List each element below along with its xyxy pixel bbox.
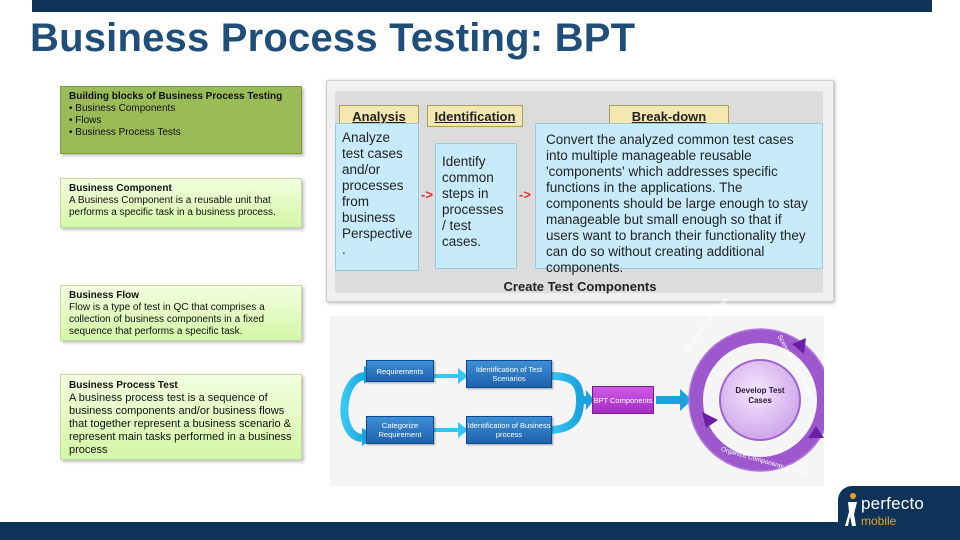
left-curved-arrow <box>340 372 367 442</box>
right-curved-arrow <box>551 372 585 434</box>
page-title: Business Process Testing: BPT <box>30 16 636 60</box>
tab-break-down: Break-down <box>609 105 729 127</box>
list-item: • Business Process Tests <box>69 127 181 138</box>
categorize-requirement-box: Categorize Requirement <box>366 416 434 444</box>
cycle-arrow-2 <box>808 426 824 438</box>
logo-name: perfecto <box>861 494 925 513</box>
breakdown-column: Convert the analyzed common test cases i… <box>535 123 823 275</box>
identification-column: Identify common steps in processes / tes… <box>435 143 517 269</box>
logo-subtitle: mobile <box>861 514 897 528</box>
arrow-req-to-scenarios <box>434 368 468 384</box>
diagram-background: Analysis Identification Break-down Analy… <box>335 91 823 293</box>
business-flow-heading: Business Flow <box>69 290 140 301</box>
identification-scenarios-box: Identification of Test Scenarios <box>466 360 552 388</box>
diagram-caption: Create Test Components <box>503 279 657 294</box>
building-blocks-box: Building blocks of Business Process Test… <box>60 86 302 154</box>
arrow-to-bpt <box>580 390 594 410</box>
perfecto-person-icon <box>845 493 857 526</box>
tab-identification: Identification <box>427 105 523 127</box>
top-bar <box>32 0 932 12</box>
cycle-center-label: Develop Test Cases <box>735 386 785 405</box>
cycle-arrow-1 <box>792 338 806 354</box>
business-component-text: A Business Component is a reusable unit … <box>69 195 276 218</box>
analysis-column: Analyze test cases and/or processes from… <box>335 123 419 271</box>
bpt-components-box: BPT Components <box>592 386 654 414</box>
bottom-bar <box>0 522 960 540</box>
identification-process-box: Identification of Business process <box>466 416 552 444</box>
create-components-diagram: Analysis Identification Break-down Analy… <box>326 80 834 302</box>
list-item: • Business Components <box>69 103 176 114</box>
cycle-ring-outline <box>688 328 824 472</box>
business-component-box: Business Component A Business Component … <box>60 178 302 228</box>
cycle-core <box>719 359 801 441</box>
business-flow-box: Business Flow Flow is a type of test in … <box>60 285 302 341</box>
business-process-test-box: Business Process Test A business process… <box>60 374 302 460</box>
business-flow-text: Flow is a type of test in QC that compri… <box>69 302 265 337</box>
bpt-flow-diagram: Requirements Categorize Requirement Iden… <box>330 296 824 486</box>
arrow-analysis-to-identification: -> <box>421 187 433 202</box>
business-component-heading: Business Component <box>69 183 172 194</box>
arrow-bpt-to-cycle <box>656 389 692 411</box>
perfecto-logo: perfecto mobile <box>838 486 960 540</box>
cycle-arrow-3 <box>702 412 718 428</box>
list-item: • Flows <box>69 115 102 126</box>
arrow-identification-to-breakdown: -> <box>519 187 531 202</box>
arrow-cat-to-process <box>434 422 468 438</box>
requirements-box: Requirements <box>366 360 434 382</box>
building-blocks-heading: Building blocks of Business Process Test… <box>69 91 283 102</box>
building-blocks-list: • Business Components • Flows • Business… <box>69 103 293 139</box>
business-process-test-text: A business process test is a sequence of… <box>69 392 292 456</box>
cycle-ring <box>689 329 824 471</box>
business-process-test-heading: Business Process Test <box>69 380 178 391</box>
